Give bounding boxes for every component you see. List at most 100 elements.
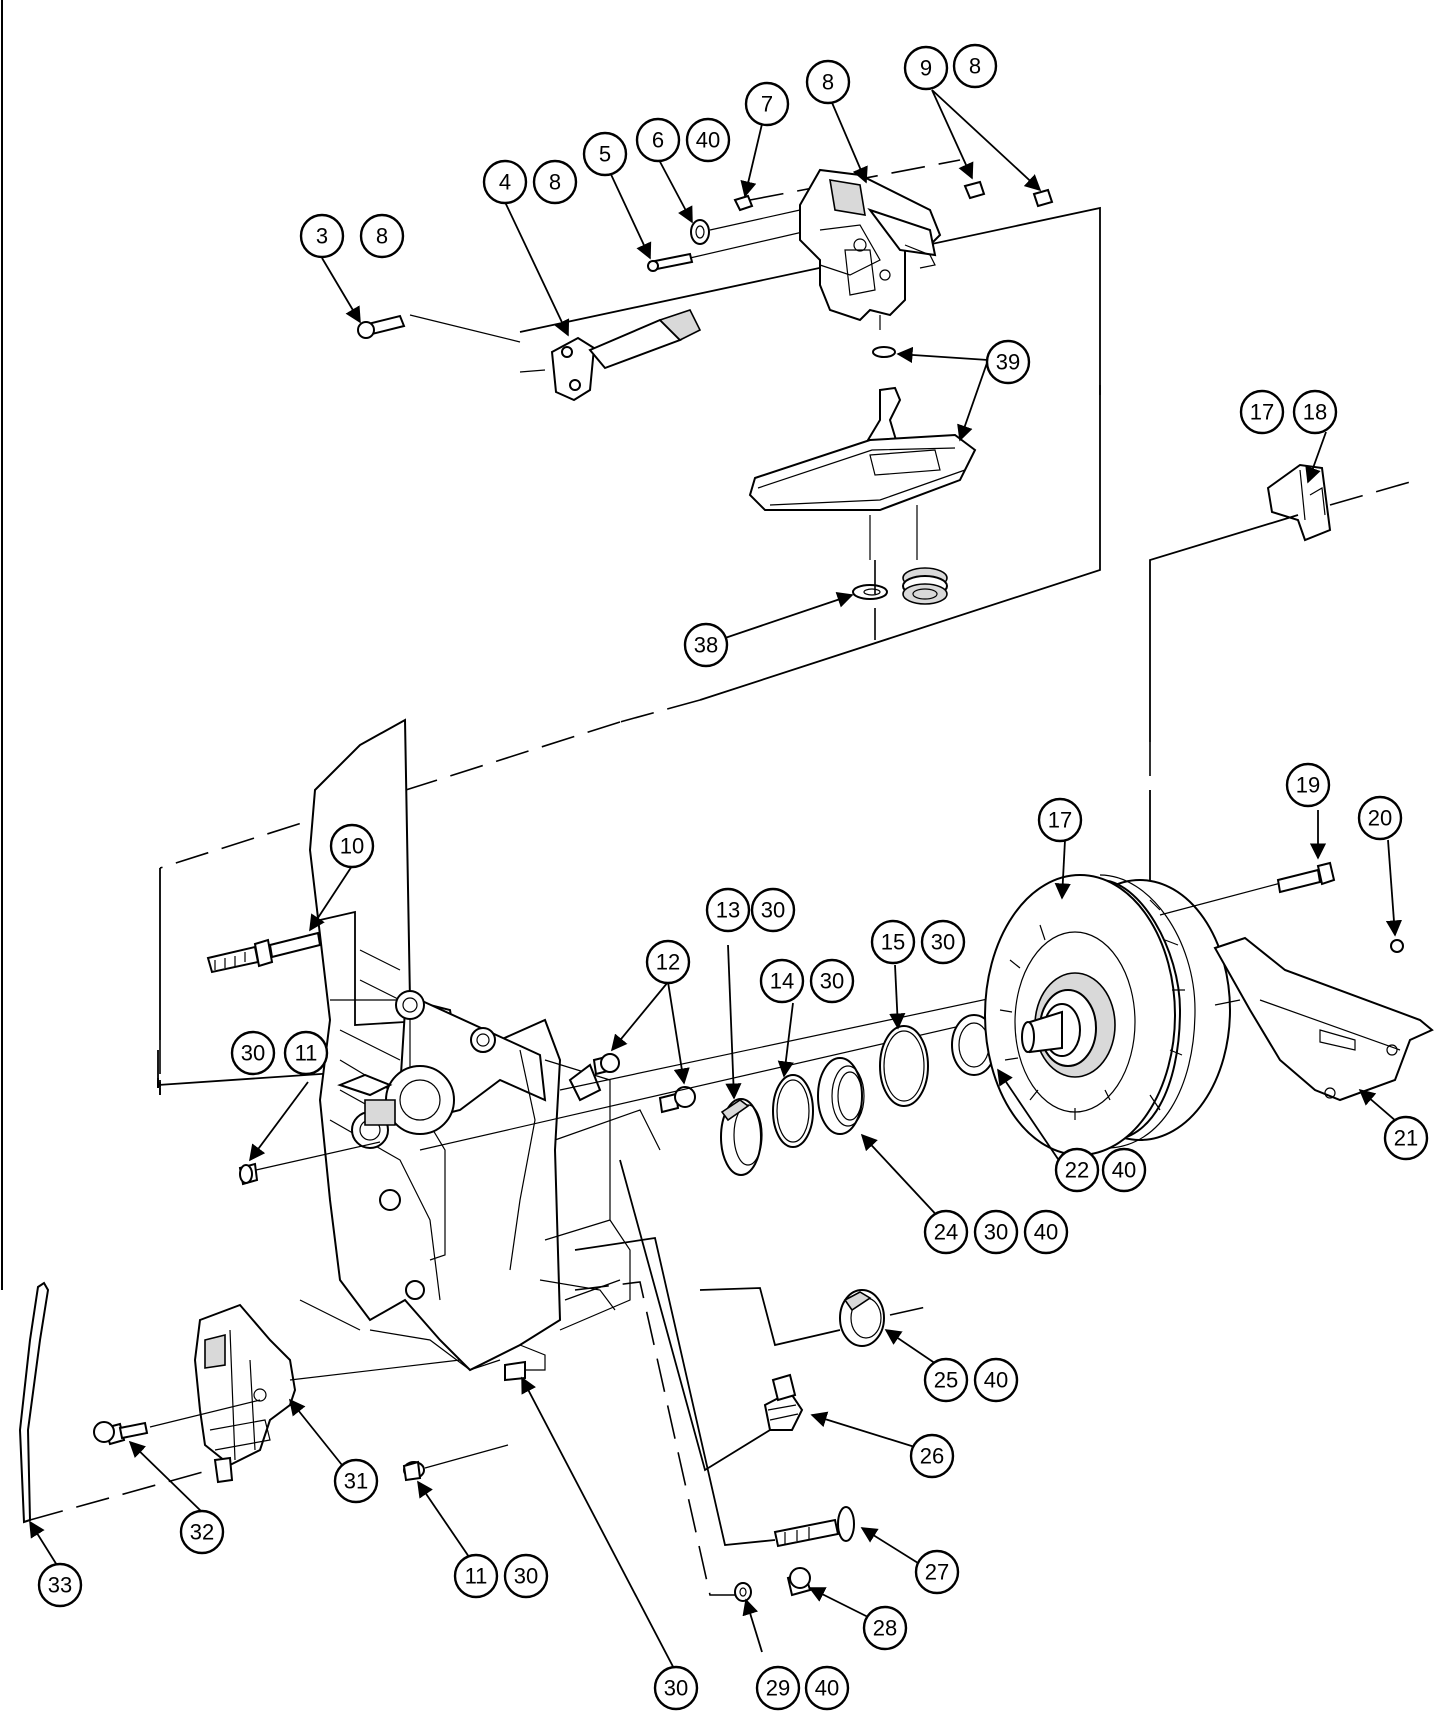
callout-22-label: 22 — [1065, 1158, 1089, 1183]
callout-29-ref: 40 — [804, 1665, 850, 1711]
plug-part-11b — [402, 1460, 425, 1482]
callout-13: 13 — [705, 887, 751, 933]
callout-31-label: 31 — [344, 1469, 368, 1494]
callout-24-ref-a-label: 30 — [984, 1220, 1008, 1245]
callout-12: 12 — [645, 939, 691, 985]
washer-part-6 — [690, 219, 710, 245]
nut-part-9b — [1032, 188, 1054, 208]
bolt-part-12b — [658, 1086, 696, 1114]
callout-32-label: 32 — [190, 1520, 214, 1545]
callout-22-ref: 40 — [1101, 1147, 1147, 1193]
callout-33: 33 — [37, 1562, 83, 1608]
callout-22: 22 — [1054, 1147, 1100, 1193]
manual-shaft-part — [550, 309, 702, 402]
valve-body-part — [799, 168, 942, 330]
callout-28: 28 — [862, 1605, 908, 1651]
callout-10: 10 — [329, 823, 375, 869]
plug-part-28 — [786, 1567, 812, 1597]
callout-26: 26 — [909, 1433, 955, 1479]
callout-19: 19 — [1285, 762, 1331, 808]
ring-part-14 — [772, 1074, 814, 1148]
callout-15: 15 — [870, 919, 916, 965]
rod-part-33 — [18, 1281, 50, 1524]
callout-25-ref: 40 — [973, 1357, 1019, 1403]
callout-20: 20 — [1357, 795, 1403, 841]
ring-part-15 — [879, 1025, 929, 1107]
callout-11-upper: 11 — [283, 1030, 329, 1076]
callout-12-label: 12 — [656, 950, 680, 975]
bolt-part-12a — [592, 1053, 620, 1076]
callout-27-label: 27 — [925, 1560, 949, 1585]
callout-9-ref: 8 — [952, 43, 998, 89]
clip-part — [1266, 463, 1332, 542]
oil-filter-part — [748, 386, 977, 560]
cover-part-21 — [1213, 936, 1434, 1102]
seal-part-25 — [839, 1289, 885, 1347]
callout-9: 9 — [903, 45, 949, 91]
callout-8-label: 8 — [822, 70, 834, 95]
callout-6-label: 6 — [652, 128, 664, 153]
callout-39: 39 — [985, 339, 1031, 385]
filter-neck-seal — [902, 567, 948, 605]
callout-3: 3 — [299, 213, 345, 259]
callout-14-ref: 30 — [809, 958, 855, 1004]
callout-38: 38 — [683, 622, 729, 668]
callout-13-label: 13 — [716, 898, 740, 923]
callout-25-ref-label: 40 — [984, 1368, 1008, 1393]
callout-29-label: 29 — [766, 1676, 790, 1701]
callout-5: 5 — [582, 131, 628, 177]
callout-24-ref-a: 30 — [973, 1209, 1019, 1255]
callout-30-bottom-label: 30 — [664, 1676, 688, 1701]
sensor-part-26 — [763, 1373, 804, 1431]
callout-4-ref: 8 — [532, 159, 578, 205]
callout-29: 29 — [755, 1665, 801, 1711]
callout-4: 4 — [482, 159, 528, 205]
callout-13-ref: 30 — [750, 887, 796, 933]
callout-22-ref-label: 40 — [1112, 1158, 1136, 1183]
callout-5-label: 5 — [599, 142, 611, 167]
callout-30-left-label: 30 — [241, 1041, 265, 1066]
callout-10-label: 10 — [340, 834, 364, 859]
callout-4-label: 4 — [499, 170, 511, 195]
callout-27: 27 — [914, 1549, 960, 1595]
callout-6: 6 — [635, 117, 681, 163]
callout-14: 14 — [759, 958, 805, 1004]
callout-13-ref-label: 30 — [761, 898, 785, 923]
callout-25: 25 — [923, 1357, 969, 1403]
callout-15-ref-label: 30 — [931, 930, 955, 955]
callout-30-left: 30 — [230, 1030, 276, 1076]
callout-3-label: 3 — [316, 224, 328, 249]
callout-21-label: 21 — [1394, 1126, 1418, 1151]
callout-11-lower: 11 — [453, 1553, 499, 1599]
callout-7-label: 7 — [761, 92, 773, 117]
screw-part-20 — [1390, 939, 1404, 953]
nut-part-7 — [733, 194, 754, 212]
callout-26-label: 26 — [920, 1444, 944, 1469]
callout-8: 8 — [805, 59, 851, 105]
callout-19-label: 19 — [1296, 773, 1320, 798]
callout-29-ref-label: 40 — [815, 1676, 839, 1701]
bolt-part-32 — [93, 1421, 149, 1446]
callout-6-ref: 40 — [685, 117, 731, 163]
callout-7: 7 — [744, 81, 790, 127]
pin-part-5 — [647, 252, 694, 272]
valve-body-assembly-group — [357, 159, 1101, 723]
callout-24-label: 24 — [934, 1220, 958, 1245]
callout-17-converter-label: 17 — [1048, 808, 1072, 833]
callout-3-ref: 8 — [359, 213, 405, 259]
plug-part-11a — [238, 1162, 259, 1186]
callout-14-label: 14 — [770, 969, 794, 994]
callout-9-ref-label: 8 — [969, 54, 981, 79]
transmission-case-part — [299, 718, 661, 1382]
bolt-part-19 — [1276, 861, 1336, 894]
nut-part-9a — [963, 180, 986, 200]
callout-25-label: 25 — [934, 1368, 958, 1393]
callout-6-ref-label: 40 — [696, 128, 720, 153]
callout-20-label: 20 — [1368, 806, 1392, 831]
torque-converter-part — [984, 874, 1231, 1156]
callout-33-label: 33 — [48, 1573, 72, 1598]
callout-31: 31 — [333, 1458, 379, 1504]
bolt-part-3 — [357, 314, 406, 339]
callout-18: 18 — [1292, 389, 1338, 435]
